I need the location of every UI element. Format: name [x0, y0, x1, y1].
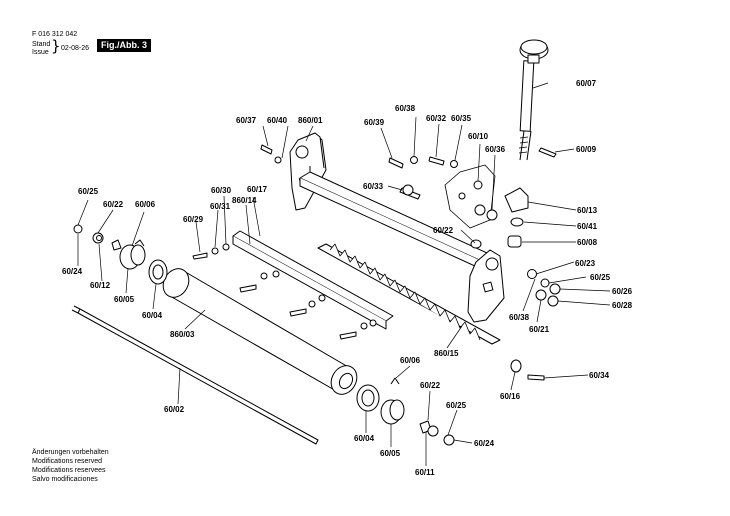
- callout-60-28: 60/28: [612, 301, 633, 310]
- callout-860-03: 860/03: [170, 330, 195, 339]
- spindle-knob-part: [518, 39, 549, 161]
- callout-60-16: 60/16: [500, 392, 521, 401]
- callout-60-23: 60/23: [575, 259, 596, 268]
- callout-860-14: 860/14: [232, 196, 257, 205]
- callout-60-40: 60/40: [267, 116, 288, 125]
- callout-60-05-lower: 60/05: [380, 449, 401, 458]
- strip-screws: [192, 144, 377, 340]
- callout-60-17: 60/17: [247, 185, 268, 194]
- callout-60-02: 60/02: [164, 405, 185, 414]
- callout-60-06-lower: 60/06: [400, 356, 421, 365]
- right-side-plate-part: [467, 249, 505, 323]
- callout-60-25-right: 60/25: [590, 273, 611, 282]
- callout-60-21: 60/21: [529, 325, 550, 334]
- figure-badge: Fig./Abb. 3: [97, 39, 151, 52]
- callout-60-38-right: 60/38: [509, 313, 530, 322]
- callout-60-24-lower: 60/24: [474, 439, 495, 448]
- callout-60-38: 60/38: [395, 104, 416, 113]
- issue-label: Issue: [32, 49, 49, 56]
- callout-60-22-mid: 60/22: [433, 226, 454, 235]
- callout-60-06-left: 60/06: [135, 200, 156, 209]
- issue-date: 02-08-26: [61, 45, 90, 52]
- callout-60-05-left: 60/05: [114, 295, 135, 304]
- callout-60-35: 60/35: [451, 114, 472, 123]
- callout-60-29: 60/29: [183, 215, 204, 224]
- callout-60-37: 60/37: [236, 116, 257, 125]
- callout-60-10: 60/10: [468, 132, 489, 141]
- callout-60-08: 60/08: [577, 238, 598, 247]
- callout-60-33: 60/33: [363, 182, 384, 191]
- callout-60-25-lower: 60/25: [446, 401, 467, 410]
- right-end-hardware: [510, 269, 561, 381]
- bracket-plate-part: [444, 164, 496, 229]
- lower-end-hardware: [356, 377, 455, 446]
- callout-60-04-left: 60/04: [142, 311, 163, 320]
- callout-60-30: 60/30: [211, 186, 232, 195]
- callout-60-34: 60/34: [589, 371, 610, 380]
- callout-60-09: 60/09: [576, 145, 597, 154]
- callout-60-26: 60/26: [612, 287, 633, 296]
- callout-60-13: 60/13: [577, 206, 598, 215]
- callout-60-22-left: 60/22: [103, 200, 124, 209]
- left-end-hardware: [73, 224, 168, 285]
- blade-strip-part: [232, 230, 394, 322]
- callout-60-22-lower: 60/22: [420, 381, 441, 390]
- callout-60-31: 60/31: [210, 202, 231, 211]
- callout-labels: 60/07 60/09 60/37 60/40 860/01 60/38 60/…: [62, 79, 633, 477]
- document-number: F 016 312 042: [32, 31, 78, 38]
- left-side-plate-part: [289, 132, 327, 211]
- note-spanish: Salvo modificaciones: [32, 476, 98, 483]
- note-english: Modifications reserved: [32, 458, 103, 465]
- pin-part: [538, 147, 557, 158]
- note-german: Änderungen vorbehalten: [32, 449, 109, 456]
- callout-60-32: 60/32: [426, 114, 447, 123]
- stand-label: Stand: [32, 41, 51, 48]
- roller-part: [162, 268, 358, 395]
- brace-glyph: }: [51, 37, 61, 55]
- callout-60-41: 60/41: [577, 222, 598, 231]
- bracket-hardware: [388, 156, 529, 249]
- comb-shaft-part: [317, 243, 501, 345]
- callout-60-12: 60/12: [90, 281, 111, 290]
- leader-lines: [77, 82, 611, 466]
- callout-60-04-lower: 60/04: [354, 434, 375, 443]
- callout-60-25-left: 60/25: [78, 187, 99, 196]
- callout-60-07: 60/07: [576, 79, 597, 88]
- callout-60-36: 60/36: [485, 145, 506, 154]
- note-french: Modifications reservees: [32, 467, 106, 474]
- callout-60-11: 60/11: [415, 468, 435, 477]
- callout-60-24-left: 60/24: [62, 267, 83, 276]
- callout-860-15: 860/15: [434, 349, 459, 358]
- shaft-part: [71, 305, 319, 445]
- callout-60-39: 60/39: [364, 118, 385, 127]
- callout-860-01: 860/01: [298, 116, 323, 125]
